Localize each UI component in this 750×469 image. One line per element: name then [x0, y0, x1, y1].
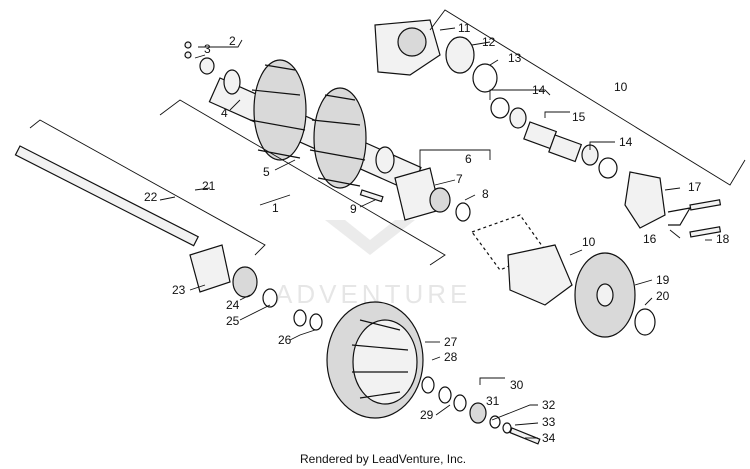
o-ring-13 — [472, 63, 498, 93]
callout-21: 21 — [202, 179, 216, 193]
callout-1: 1 — [272, 201, 279, 215]
bushing-31 — [469, 402, 487, 424]
callout-32: 32 — [542, 398, 556, 412]
callout-labels: 1 2 3 4 5 6 7 8 9 10 11 12 13 14 15 14 1… — [144, 21, 730, 445]
callout-20: 20 — [656, 289, 670, 303]
callout-8: 8 — [482, 187, 489, 201]
callout-27: 27 — [444, 335, 458, 349]
callout-31: 31 — [486, 394, 500, 408]
bolt-9 — [359, 189, 384, 203]
driven-shaft-assembly — [14, 145, 323, 331]
driven-shaft-22 — [14, 145, 200, 247]
render-credit: Rendered by LeadVenture, Inc. — [300, 452, 466, 466]
callout-18: 18 — [716, 232, 730, 246]
callout-11: 11 — [458, 21, 471, 35]
bearing-24 — [232, 266, 258, 298]
leader-lines — [159, 27, 712, 439]
washer-29a — [438, 386, 452, 404]
bolt-18b — [689, 226, 722, 238]
callout-22: 22 — [144, 190, 158, 204]
callout-34: 34 — [542, 431, 556, 445]
gasket-outline — [471, 214, 546, 271]
washer-29b — [453, 394, 467, 412]
callout-28: 28 — [444, 350, 458, 364]
callout-10-lower: 10 — [582, 235, 596, 249]
flange-23 — [189, 244, 231, 293]
bearing-12 — [445, 36, 475, 74]
callout-15: 15 — [572, 110, 586, 124]
set-screw-b — [184, 41, 192, 49]
callout-16: 16 — [643, 232, 657, 246]
drive-sprocket-right — [309, 87, 367, 189]
bracket-10 — [429, 9, 746, 186]
caliper-17 — [624, 171, 666, 229]
set-screw — [184, 51, 192, 59]
callout-23: 23 — [172, 283, 186, 297]
callout-17: 17 — [688, 180, 702, 194]
callout-25: 25 — [226, 314, 240, 328]
chaincase-lower-10 — [507, 244, 573, 306]
chaincase-assembly — [374, 19, 722, 238]
washer-26b — [309, 313, 323, 331]
bracket-1 — [159, 99, 446, 266]
callout-2: 2 — [229, 34, 236, 48]
washer-28 — [421, 376, 435, 394]
callout-10: 10 — [614, 80, 628, 94]
callout-29: 29 — [420, 408, 434, 422]
callout-4: 4 — [221, 106, 228, 120]
callout-6: 6 — [465, 152, 472, 166]
bearing-plate-assembly — [359, 167, 573, 306]
callout-30: 30 — [510, 378, 524, 392]
spring-16 — [667, 207, 692, 226]
callout-19: 19 — [656, 273, 670, 287]
bracket-21 — [29, 119, 266, 256]
drive-sprocket-left — [249, 59, 307, 161]
washer-26a — [293, 309, 307, 327]
bearing-7 — [429, 187, 451, 213]
watermark-logo: ADVENTURE — [275, 220, 467, 309]
bushing-14a — [509, 107, 527, 129]
callout-24: 24 — [226, 298, 240, 312]
callout-33: 33 — [542, 415, 556, 429]
snap-ring-20 — [634, 308, 656, 336]
callout-3: 3 — [204, 42, 211, 56]
callout-5: 5 — [263, 165, 270, 179]
snap-ring-25 — [262, 288, 278, 308]
driven-clutch-assembly — [326, 301, 541, 445]
brake-disc-assembly — [574, 252, 656, 338]
snap-ring-8 — [455, 202, 471, 222]
callout-9: 9 — [350, 202, 357, 216]
washer-14a — [490, 97, 510, 119]
callout-7: 7 — [456, 172, 463, 186]
callout-12: 12 — [482, 35, 496, 49]
dust-cap — [199, 57, 215, 75]
callout-14: 14 — [532, 83, 546, 97]
bolt-34 — [509, 427, 541, 445]
callout-14-lower: 14 — [619, 135, 633, 149]
washer-14b — [598, 157, 618, 179]
bolt-18a — [689, 199, 722, 211]
washer-32 — [489, 415, 501, 429]
brake-pad-15b — [548, 134, 583, 163]
drive-shaft-assembly — [184, 41, 422, 193]
callout-13: 13 — [508, 51, 522, 65]
lock-washer-33 — [502, 422, 512, 434]
shaft-spline-end — [223, 69, 241, 95]
callout-26: 26 — [278, 333, 292, 347]
shaft-bearing-end — [375, 146, 395, 174]
